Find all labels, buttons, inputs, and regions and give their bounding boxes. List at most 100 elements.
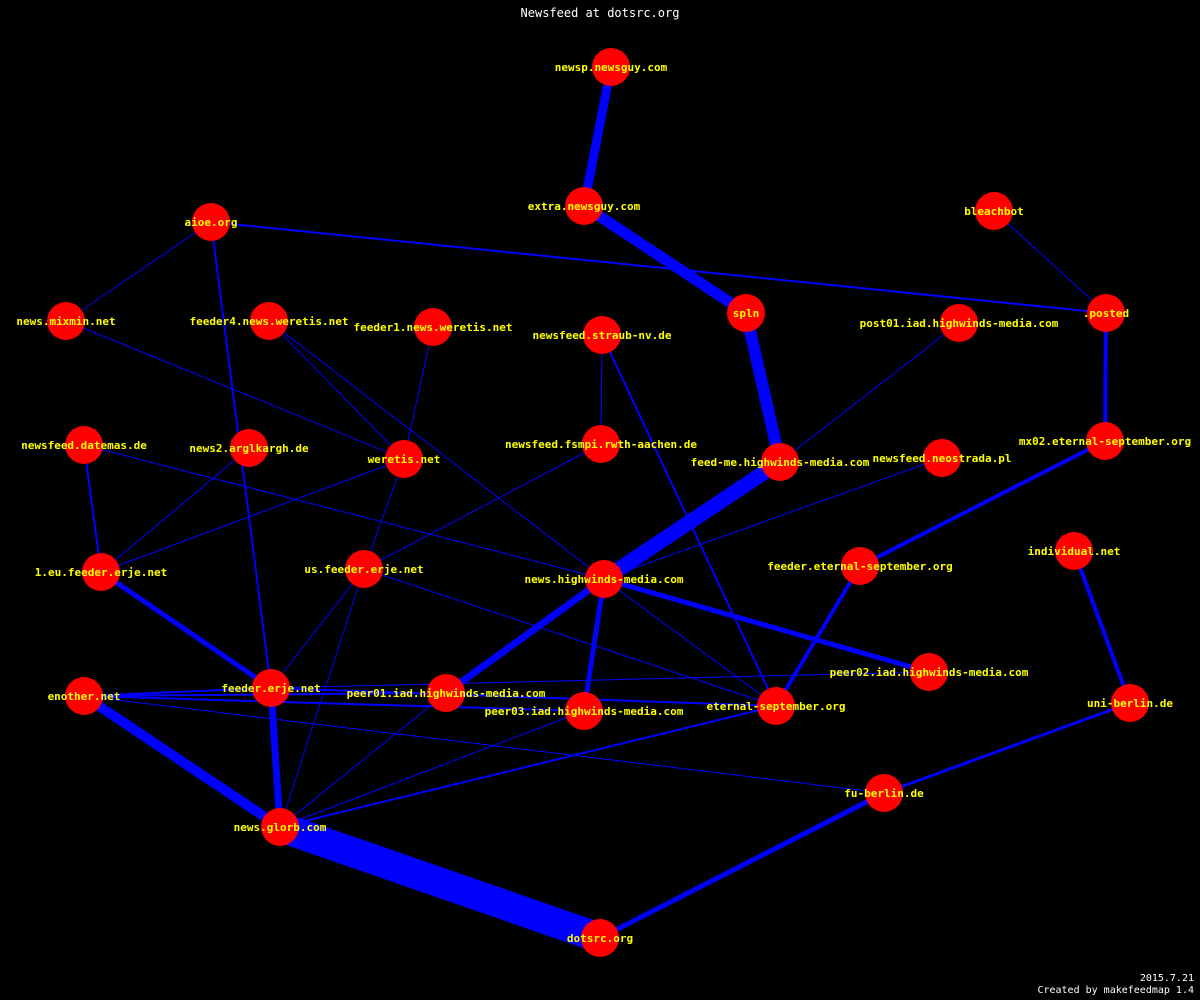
edge-enother-fuberlin [83, 695, 885, 794]
edge-individual-uniberlin [1072, 550, 1132, 704]
edge-fuberlin-dotsrc [598, 790, 886, 941]
node-circle [565, 692, 603, 730]
edge-enother-glorb [81, 691, 283, 832]
edges-layer [65, 66, 1132, 953]
node-useje: us.feeder.erje.net [304, 550, 424, 588]
node-label: bleachbot [964, 205, 1024, 218]
node-spln: spln [727, 294, 765, 332]
node-label: weretis.net [368, 453, 441, 466]
node-circle [1087, 294, 1125, 332]
node-circle [261, 808, 299, 846]
node-circle [583, 316, 621, 354]
node-label: feeder1.news.weretis.net [354, 321, 513, 334]
edge-neostrada-nhw [603, 457, 943, 580]
footer: 2015.7.21 Created by makefeedmap 1.4 [1037, 973, 1194, 997]
node-label: fu-berlin.de [844, 787, 924, 800]
edge-eternal-glorb [279, 705, 777, 828]
node-label: newsfeed.fsmpi.rwth-aachen.de [505, 438, 697, 451]
edge-nhw-peer02 [603, 576, 930, 675]
node-label: news.mixmin.net [16, 315, 115, 328]
edge-nhw-peer01 [443, 576, 607, 696]
edge-peer03-glorb [279, 710, 585, 828]
node-label: aioe.org [185, 216, 238, 229]
edge-useje-feederje [270, 568, 365, 689]
node-feedme: feed-me.highwinds-media.com [691, 443, 870, 481]
node-circle [385, 440, 423, 478]
node-circle [345, 550, 383, 588]
edge-extra-spln [580, 201, 750, 318]
edge-aioe-mixmin [65, 221, 212, 322]
edge-enother-feederje [83, 687, 272, 697]
node-label: feed-me.highwinds-media.com [691, 456, 870, 469]
node-eternal: eternal-september.org [706, 687, 846, 725]
edge-newsp-extra [579, 66, 616, 207]
edge-useje-eternal [363, 568, 777, 707]
node-circle [585, 560, 623, 598]
node-peer02: peer02.iad.highwinds-media.com [830, 653, 1029, 691]
nodes-layer: newsp.newsguy.com extra.newsguy.com aioe.o… [16, 48, 1191, 957]
node-circle [1055, 532, 1093, 570]
node-eueje: 1.eu.feeder.erje.net [35, 553, 167, 591]
node-neostrada: newsfeed.neostrada.pl [872, 439, 1012, 477]
node-circle [1111, 684, 1149, 722]
node-feederje: feeder.erje.net [221, 669, 321, 707]
node-post01: post01.iad.highwinds-media.com [860, 304, 1059, 342]
node-straub: newsfeed.straub-nv.de [532, 316, 672, 354]
node-circle [565, 187, 603, 225]
edge-arglkargh-eueje [100, 447, 250, 573]
edge-peer01-glorb [279, 692, 447, 828]
node-label: .posted [1083, 307, 1129, 320]
node-label: spln [733, 307, 760, 320]
node-mx02: mx02.eternal-september.org [1019, 422, 1191, 460]
footer-credit: Created by makefeedmap 1.4 [1037, 985, 1194, 996]
edge-feeternal-eternal [774, 564, 862, 708]
node-extra: extra.newsguy.com [528, 187, 641, 225]
node-circle [230, 429, 268, 467]
edge-mixmin-weretis [65, 320, 405, 460]
node-circle [865, 774, 903, 812]
node-label: us.feeder.erje.net [304, 563, 423, 576]
node-label: extra.newsguy.com [528, 200, 641, 213]
node-aioe: aioe.org [185, 203, 238, 241]
node-label: enother.net [48, 690, 121, 703]
footer-date: 2015.7.21 [1139, 973, 1194, 984]
edge-datemas-nhw [83, 444, 605, 580]
node-label: peer02.iad.highwinds-media.com [830, 666, 1029, 679]
node-circle [592, 48, 630, 86]
node-circle [82, 553, 120, 591]
node-circle [757, 687, 795, 725]
node-circle [727, 294, 765, 332]
node-feeternal: feeder.eternal-september.org [767, 547, 953, 585]
edge-weretis-useje [363, 458, 405, 570]
node-label: 1.eu.feeder.erje.net [35, 566, 167, 579]
node-uniberlin: uni-berlin.de [1087, 684, 1173, 722]
node-circle [910, 653, 948, 691]
node-label: newsfeed.straub-nv.de [532, 329, 671, 342]
node-arglkargh: news2.arglkargh.de [189, 429, 309, 467]
edge-mx02-feeternal [859, 439, 1106, 568]
edge-post01-feedme [779, 322, 960, 463]
node-fuberlin: fu-berlin.de [844, 774, 924, 812]
node-circle [923, 439, 961, 477]
node-fsmpi: newsfeed.fsmpi.rwth-aachen.de [505, 425, 697, 463]
node-feeder4: feeder4.news.weretis.net [190, 302, 349, 340]
node-feeder1w: feeder1.news.weretis.net [354, 308, 513, 346]
edge-glorb-dotsrc [275, 812, 605, 953]
node-label: newsp.newsguy.com [555, 61, 668, 74]
node-mixmin: news.mixmin.net [16, 302, 116, 340]
edge-feedme-nhw [599, 455, 785, 586]
node-label: feeder4.news.weretis.net [190, 315, 349, 328]
node-peer01: peer01.iad.highwinds-media.com [347, 674, 546, 712]
node-nhw: news.highwinds-media.com [525, 560, 684, 598]
edge-feeder4-nhw [268, 320, 605, 580]
edge-weretis-eueje [100, 458, 405, 573]
node-bleachbot: bleachbot [964, 192, 1024, 230]
node-label: dotsrc.org [567, 932, 633, 945]
node-circle [427, 674, 465, 712]
node-circle [414, 308, 452, 346]
node-newsp: newsp.newsguy.com [555, 48, 668, 86]
edge-fsmpi-useje [363, 443, 602, 570]
edge-eueje-feederje [99, 569, 273, 691]
edge-aioe-posted [210, 221, 1107, 314]
node-label: post01.iad.highwinds-media.com [860, 317, 1059, 330]
